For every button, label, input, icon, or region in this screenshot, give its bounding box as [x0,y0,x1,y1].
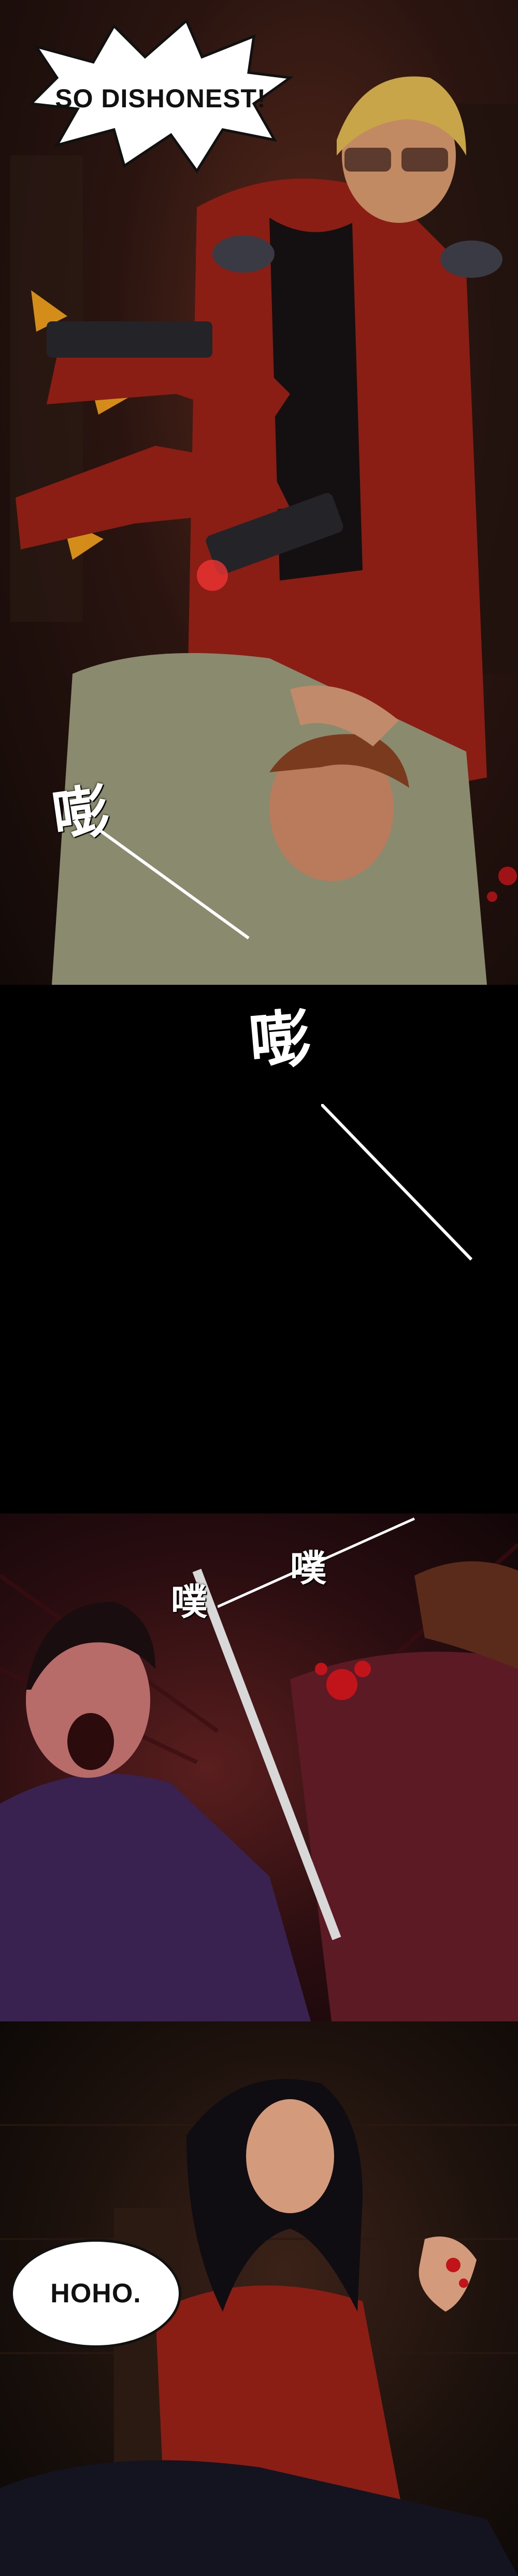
man-left-face [26,1622,150,1778]
panel-long-haired-man: HOHO. [0,2021,518,2576]
panel-long-haired-man-art [0,2079,518,2576]
panel-gunman-art [10,76,518,985]
panel-dark-gap: 嘭 [0,985,518,1513]
glasses-right-lens [401,148,448,172]
right-arm [16,446,290,549]
panel-stabbing: 噗 噗 [0,1513,518,2021]
hand-on-head [290,685,399,746]
speech-bubble-text: SO DISHONEST! [55,84,266,113]
sfx-streak-2 [321,1104,473,1261]
blood-splatter [487,867,517,902]
man-left-hair [26,1602,155,1690]
injured-man-face [269,736,394,881]
shoulder-pad-left [212,235,275,273]
sound-effect-stab-1: 噗 [171,1581,207,1623]
hand-blood [446,2258,468,2288]
speech-bubble-hoho-text: HOHO. [50,2278,141,2309]
man-right-hair [414,1561,518,1669]
speech-bubble-shape [28,18,294,174]
shoulder-pad-right [440,240,502,278]
long-haired-man-face [246,2099,334,2213]
man-right-shirt [290,1651,518,2021]
man-left-jacket [0,1774,311,2021]
panel-gunman: SO DISHONEST! 嘭 [0,0,518,985]
knife-blade [192,1568,341,1941]
pistol-left [47,321,212,358]
black-shirt [269,218,363,581]
gunman-hair [337,76,466,155]
sfx-streak-3 [218,1517,415,1608]
pistol-right [206,493,343,575]
injured-man-hair [269,734,409,788]
sound-effect-bang-2: 嘭 [246,1002,314,1080]
sound-effect-stab-2: 噗 [290,1547,326,1590]
man-left-open-mouth [67,1713,114,1770]
muzzle-flash [197,560,228,591]
bloody-hand [419,2237,477,2312]
speech-bubble-so-dishonest: SO DISHONEST! [26,16,295,181]
foreground-body [0,2460,518,2576]
panel-stabbing-art [0,1543,518,2021]
speech-bubble-hoho: HOHO. [10,2239,181,2348]
blood-spray [315,1661,371,1700]
glasses-left-lens [344,148,391,172]
sfx-streak-1 [98,829,250,940]
